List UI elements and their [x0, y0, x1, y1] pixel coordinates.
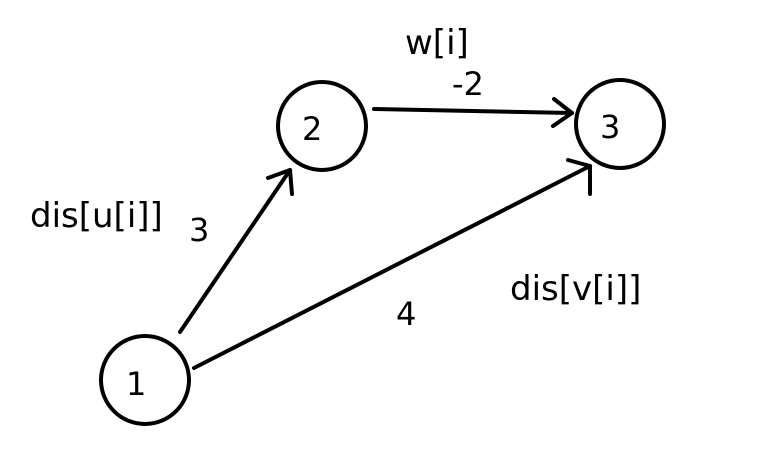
edge-1-2-line — [178, 168, 292, 334]
dis-u-annotation: dis[u[i]] — [30, 196, 163, 236]
edge-1-3-line — [192, 164, 592, 370]
edge-1-3-arrowhead — [566, 158, 592, 196]
edge-1-3-weight: 4 — [396, 295, 417, 333]
edge-1-2-weight: 3 — [189, 211, 210, 249]
w-annotation: w[i] — [405, 23, 469, 63]
dis-v-annotation: dis[v[i]] — [510, 269, 642, 309]
node-3-circle — [574, 78, 666, 170]
edge-2-3-arrowhead — [551, 97, 574, 128]
node-1-circle — [99, 334, 191, 426]
node-3-label: 3 — [600, 108, 621, 146]
edge-2-3-line — [372, 107, 574, 115]
node-1-label: 1 — [126, 365, 147, 403]
node-2-circle — [276, 80, 368, 172]
node-2-label: 2 — [302, 110, 323, 148]
edge-2-3-weight: -2 — [452, 65, 484, 103]
edge-1-2-arrowhead — [266, 168, 294, 196]
